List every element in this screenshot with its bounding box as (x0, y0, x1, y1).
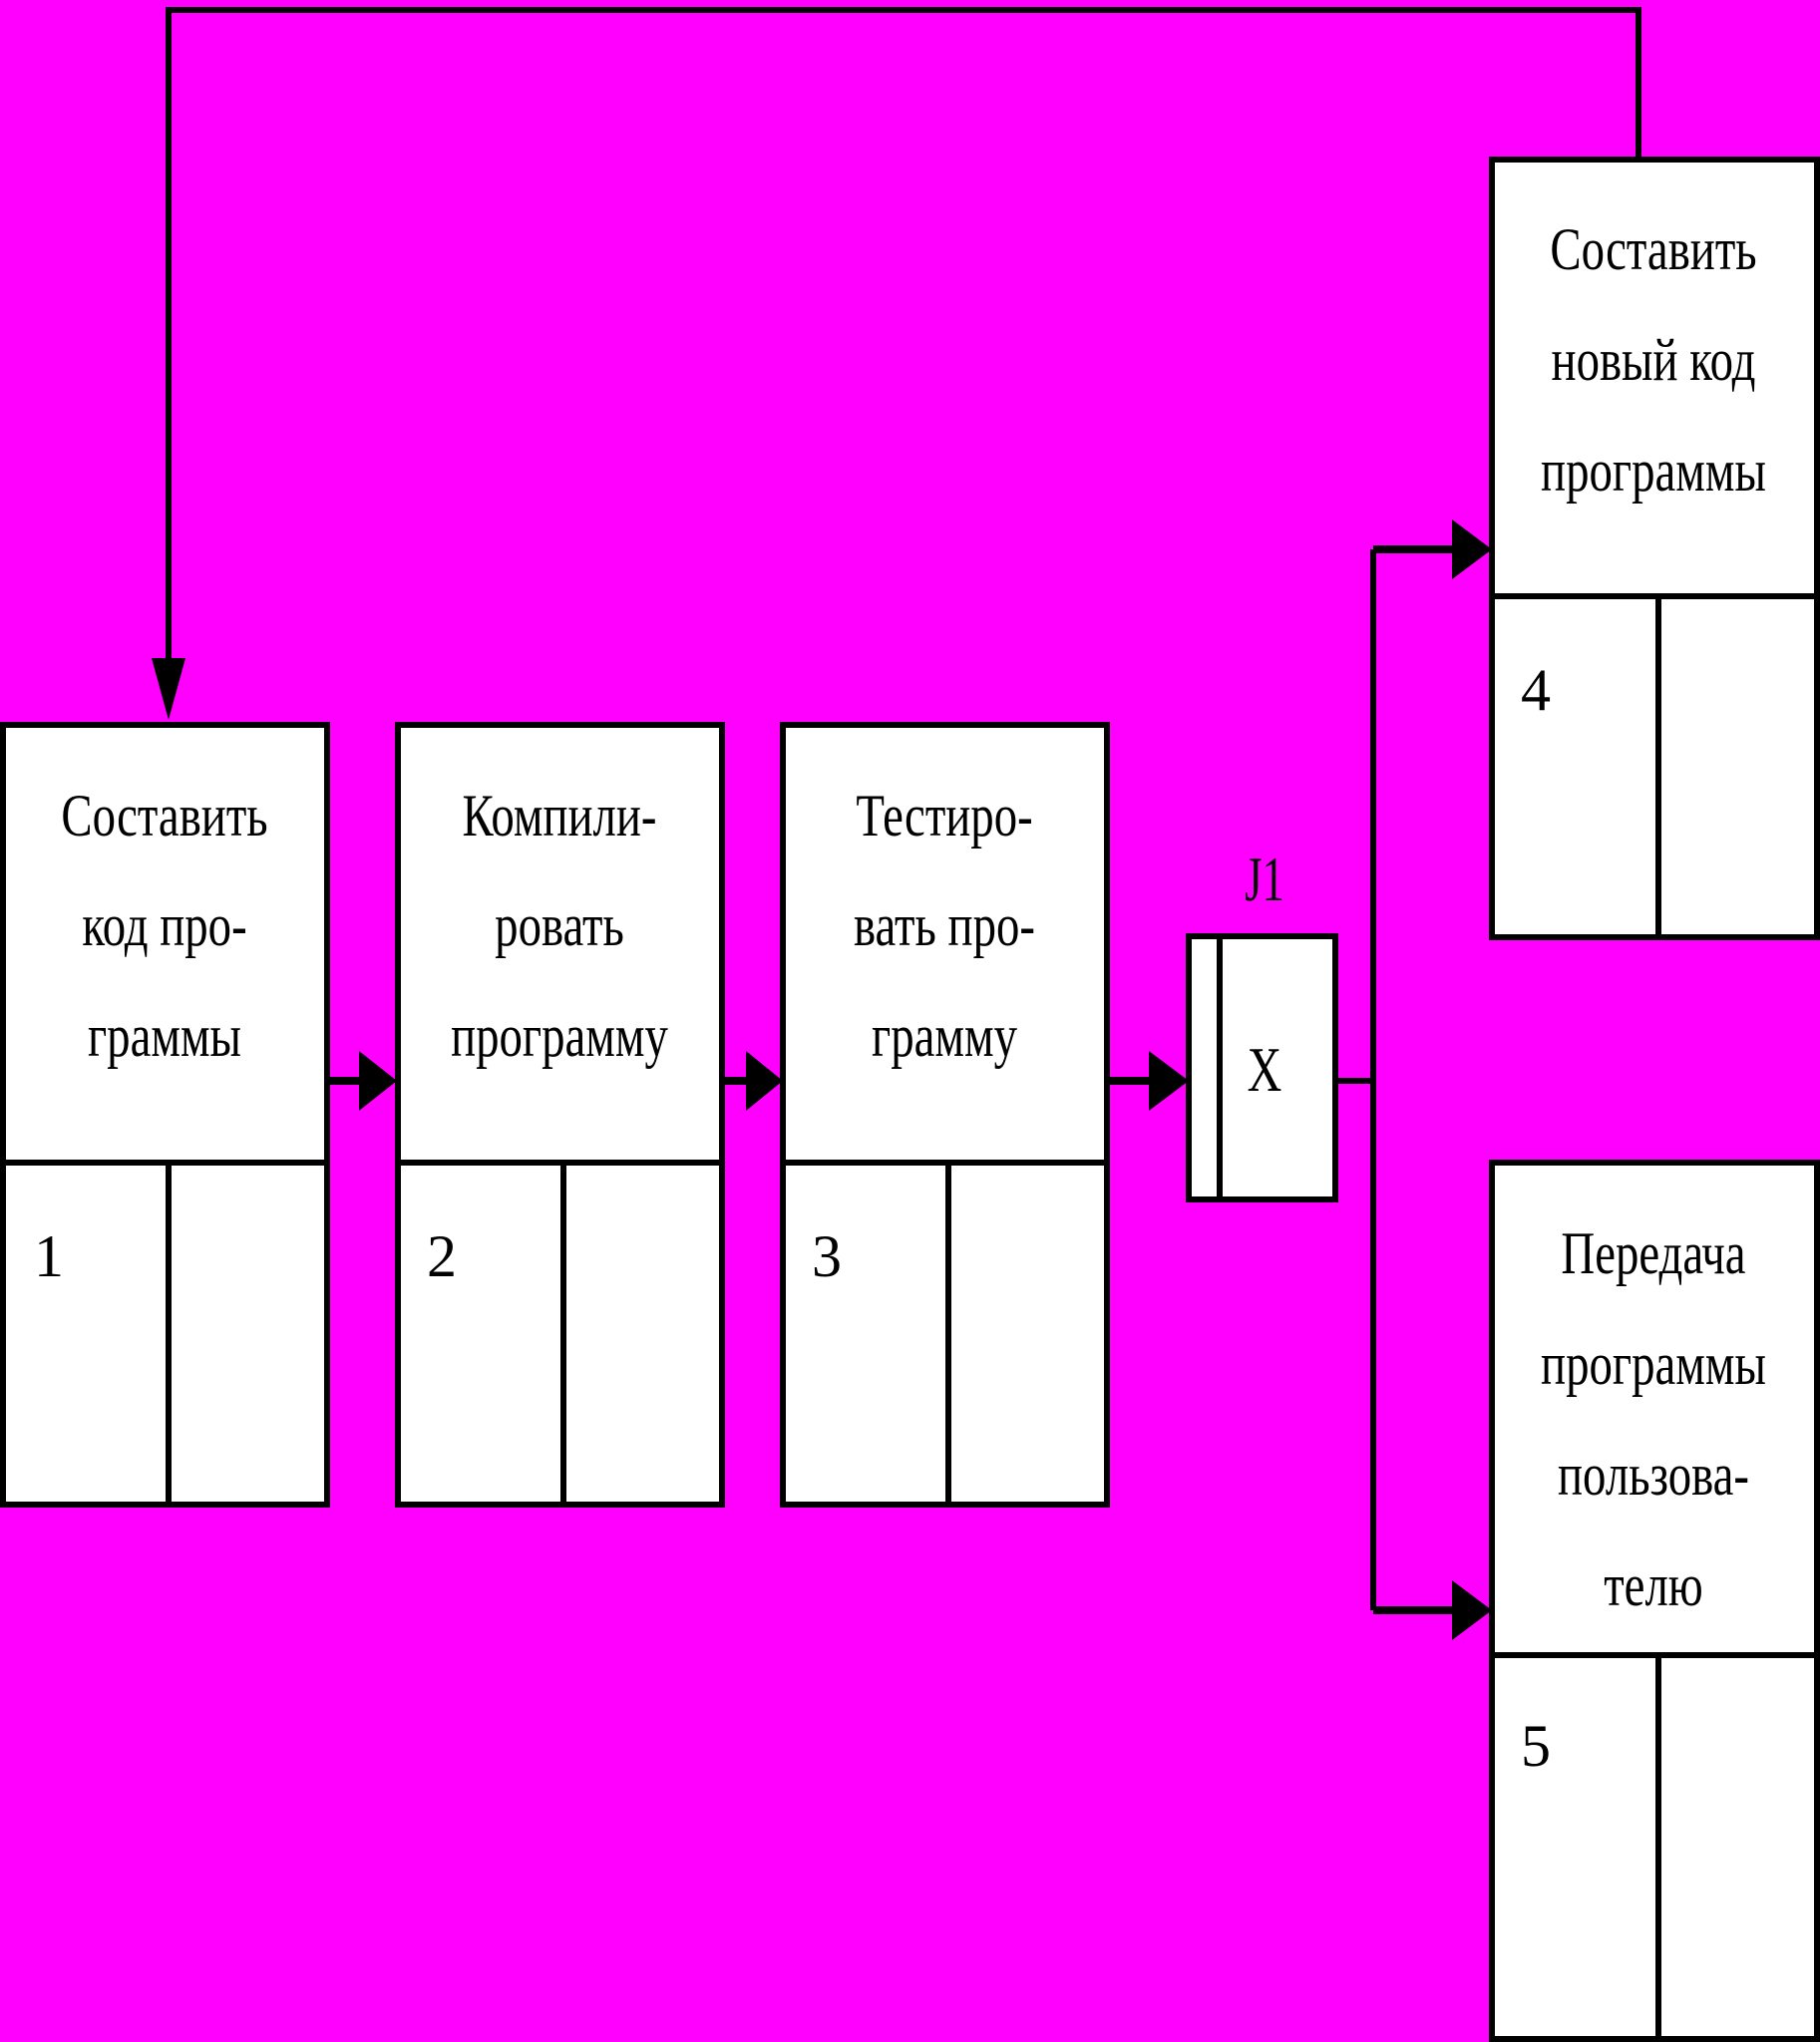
uob-1-line-2: код про- (82, 891, 246, 958)
feedback-arrowhead (152, 658, 185, 720)
uob-2-number: 2 (427, 1223, 457, 1289)
junction-type: X (1248, 1036, 1282, 1106)
uob-box-1[interactable]: Составить код про- граммы 1 (0, 722, 330, 1508)
uob-box-3[interactable]: Тестиро- вать про- грамму 3 (780, 722, 1110, 1508)
uob-2-line-3: программу (451, 1002, 668, 1069)
uob-3-line-2: вать про- (854, 891, 1035, 958)
uob-5-line-1: Передача (1561, 1219, 1745, 1286)
uob-2-line-2: ровать (495, 891, 624, 958)
uob-1-line-3: граммы (88, 1002, 241, 1069)
arrow-3-to-junction (1107, 1051, 1189, 1111)
arrow-1-to-2 (327, 1051, 397, 1111)
junction-fanout (1335, 519, 1492, 1640)
uob-box-4[interactable]: Составить новый код программы 4 (1489, 157, 1820, 940)
uob-box-2[interactable]: Компили- ровать программу 2 (395, 722, 725, 1508)
uob-3-line-1: Тестиро- (856, 782, 1032, 849)
uob-5-line-2: программы (1541, 1330, 1766, 1397)
uob-1-number: 1 (34, 1223, 64, 1289)
uob-4-line-2: новый код (1552, 326, 1756, 393)
feedback-loop-line (166, 7, 1641, 698)
uob-5-line-3: пользова- (1558, 1441, 1749, 1508)
uob-2-line-1: Компили- (462, 782, 656, 849)
uob-box-5[interactable]: Передача программы пользова- телю 5 (1489, 1160, 1820, 2042)
uob-4-line-3: программы (1541, 437, 1766, 504)
junction-label: J1 (1245, 844, 1284, 914)
uob-3-line-3: грамму (872, 1002, 1017, 1069)
uob-4-number: 4 (1521, 657, 1551, 723)
junction-j1[interactable]: J1 X (1186, 844, 1338, 1202)
arrowhead-to-box-5 (1452, 1580, 1492, 1640)
uob-3-number: 3 (812, 1223, 842, 1289)
arrowhead-to-box-4 (1452, 519, 1492, 579)
uob-4-line-1: Составить (1550, 215, 1756, 282)
arrow-2-to-3 (722, 1051, 783, 1111)
uob-5-number: 5 (1521, 1713, 1551, 1779)
uob-5-line-4: телю (1604, 1551, 1703, 1618)
uob-1-line-1: Составить (61, 782, 267, 849)
